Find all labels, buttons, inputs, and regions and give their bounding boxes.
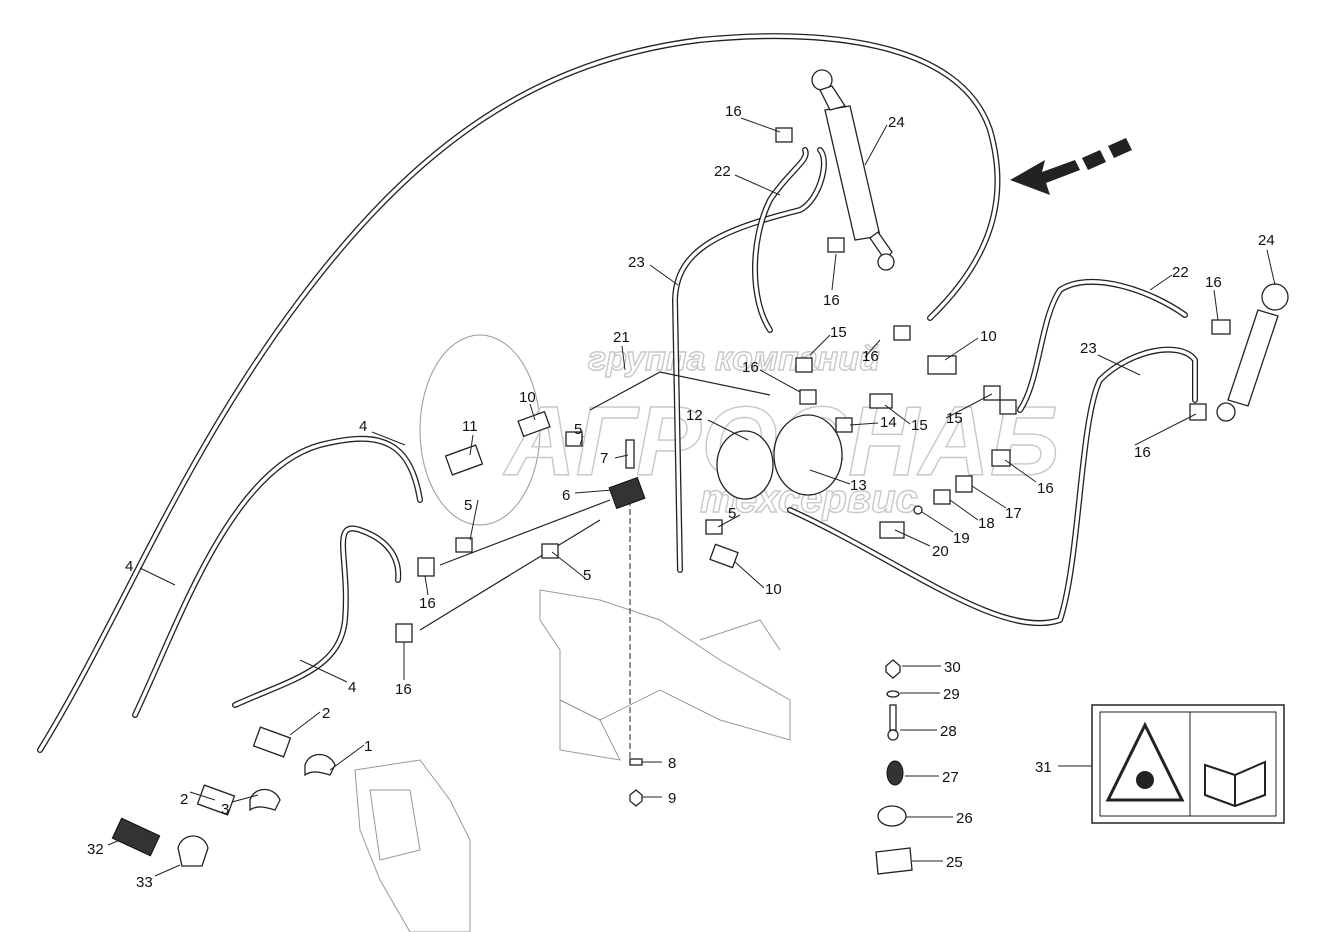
callout: 3 xyxy=(221,801,229,818)
callout: 19 xyxy=(953,530,970,547)
read-manual-icon xyxy=(1204,760,1266,808)
callout: 29 xyxy=(943,686,960,703)
callout: 16 xyxy=(725,103,742,120)
callout: 6 xyxy=(562,487,570,504)
callout: 24 xyxy=(888,114,905,131)
callout: 4 xyxy=(359,418,367,435)
hydraulic-cylinder-upper xyxy=(811,69,895,271)
callout: 21 xyxy=(613,329,630,346)
callout: 2 xyxy=(322,705,330,722)
fittings xyxy=(111,127,1231,875)
callout: 16 xyxy=(1205,274,1222,291)
callout: 26 xyxy=(956,810,973,827)
callout: 13 xyxy=(850,477,867,494)
callout: 2 xyxy=(180,791,188,808)
callout: 10 xyxy=(980,328,997,345)
callout: 16 xyxy=(823,292,840,309)
leader-lines xyxy=(107,117,1276,877)
callout: 25 xyxy=(946,854,963,871)
callout: 16 xyxy=(395,681,412,698)
callout: 18 xyxy=(978,515,995,532)
callout: 1 xyxy=(364,738,372,755)
callout: 16 xyxy=(742,359,759,376)
callout: 31 xyxy=(1035,759,1052,776)
axle-outline xyxy=(354,589,791,932)
callout: 16 xyxy=(1134,444,1151,461)
callout: 9 xyxy=(668,790,676,807)
callout: 4 xyxy=(125,558,133,575)
callout: 10 xyxy=(519,389,536,406)
callout: 8 xyxy=(668,755,676,772)
hoses xyxy=(37,33,1198,760)
callout: 17 xyxy=(1005,505,1022,522)
callout: 5 xyxy=(728,505,736,522)
callout: 24 xyxy=(1258,232,1275,249)
callout: 23 xyxy=(628,254,645,271)
callout: 27 xyxy=(942,769,959,786)
callout: 5 xyxy=(583,567,591,584)
callout: 11 xyxy=(462,418,478,435)
hydraulic-cylinder-right xyxy=(1216,283,1289,422)
explosion-warning-icon xyxy=(1105,721,1185,802)
callout: 20 xyxy=(932,543,949,560)
callout: 22 xyxy=(1172,264,1189,281)
callout: 5 xyxy=(574,421,582,438)
callout: 30 xyxy=(944,659,961,676)
callout: 16 xyxy=(1037,480,1054,497)
callout: 4 xyxy=(348,679,356,696)
callout: 5 xyxy=(464,497,472,514)
direction-arrow xyxy=(1010,138,1132,195)
callout: 14 xyxy=(880,414,897,431)
callout: 15 xyxy=(911,417,928,434)
callout: 33 xyxy=(136,874,153,891)
callout: 15 xyxy=(946,410,963,427)
callout: 12 xyxy=(686,407,703,424)
callout: 10 xyxy=(765,581,782,598)
callout: 22 xyxy=(714,163,731,180)
callout-labels: 1 2 2 3 4 4 4 5 5 5 5 6 7 8 9 10 10 10 1… xyxy=(87,103,1275,891)
callout: 7 xyxy=(600,450,608,467)
callout: 16 xyxy=(419,595,436,612)
watermark-line1: группа компаний xyxy=(588,340,880,378)
callout: 23 xyxy=(1080,340,1097,357)
callout: 16 xyxy=(862,348,879,365)
callout: 32 xyxy=(87,841,104,858)
callout: 15 xyxy=(830,324,847,341)
warning-decal xyxy=(1091,704,1285,824)
callout: 28 xyxy=(940,723,957,740)
